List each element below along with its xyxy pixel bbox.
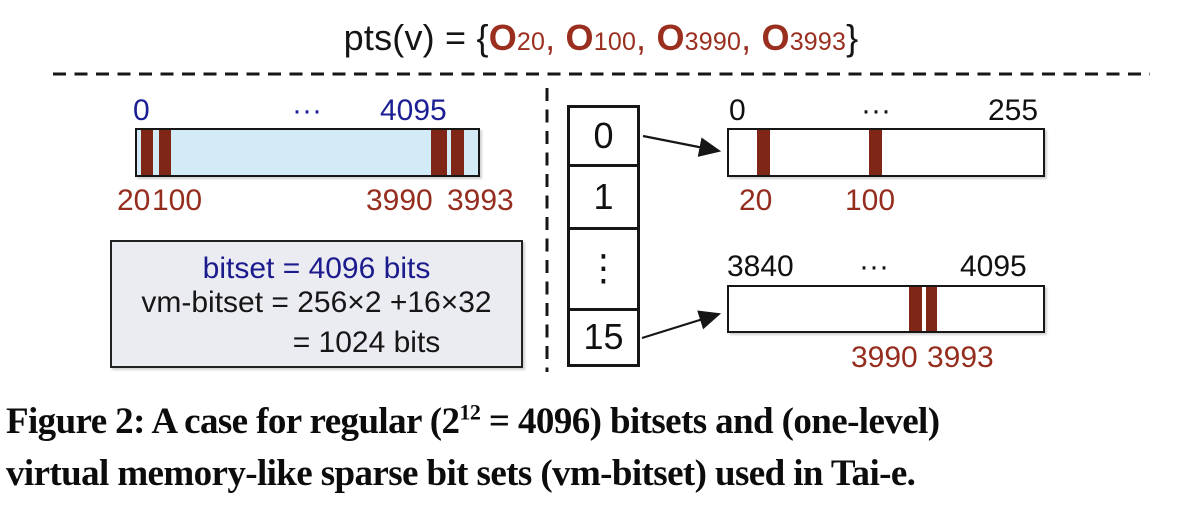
formula-separator-3: ,: [741, 17, 762, 58]
regular-bit-label-20: 20: [117, 184, 151, 217]
page-table-cell-1: 1: [570, 167, 637, 230]
formula-separator-1: ,: [545, 17, 566, 58]
bitset-size-line: bitset = 4096 bits: [202, 252, 431, 285]
page0-bit-label-20: 20: [739, 184, 773, 217]
arrow-page0-to-bitset: [642, 134, 722, 157]
bit-mark-20: [141, 130, 153, 175]
page15-bit-label-3990: 3990: [851, 341, 918, 374]
object-o3993-subscript: 3993: [789, 28, 847, 56]
page0-end-label: 255: [988, 94, 1039, 127]
pts-formula: pts(v) = {O20, O100, O3990, O3993}: [0, 17, 1202, 59]
regular-bitset-end-label: 4095: [380, 94, 447, 127]
page15-bit-label-3993: 3993: [927, 341, 994, 374]
regular-bitset-start-label: 0: [133, 94, 150, 127]
regular-bit-label-3993: 3993: [447, 184, 514, 217]
object-o3993-base: O: [761, 17, 790, 58]
formula-separator-2: ,: [636, 17, 657, 58]
page15-bitset-bar: [727, 285, 1045, 333]
page15-bit-mark-3990: [909, 287, 922, 331]
object-o20-subscript: 20: [516, 28, 546, 56]
regular-bitset-bar: [135, 128, 480, 177]
caption-line-1: Figure 2: A case for regular (212 = 4096…: [6, 396, 1202, 448]
regular-bitset-ellipsis: ···: [292, 94, 322, 127]
arrow-page15-to-bitset: [641, 310, 722, 340]
vm-page-table: 0 1 ⋮ 15: [567, 105, 640, 367]
formula-suffix: }: [846, 17, 859, 58]
page-table-cell-0: 0: [570, 108, 637, 168]
object-o100-subscript: 100: [593, 28, 637, 56]
page0-bit-label-100: 100: [845, 184, 896, 217]
bit-mark-3993: [451, 130, 464, 175]
vm-bitset-total-line: = 1024 bits: [292, 326, 441, 359]
regular-bit-label-100: 100: [152, 184, 203, 217]
object-o20-base: O: [488, 17, 517, 58]
formula-prefix: pts(v) = {: [343, 17, 489, 58]
object-o3990-subscript: 3990: [684, 28, 742, 56]
object-o3990-base: O: [656, 17, 685, 58]
figure-caption: Figure 2: A case for regular (212 = 4096…: [6, 396, 1202, 500]
caption-line1-pre: Figure 2: A case for regular (2: [6, 401, 460, 442]
page15-end-label: 4095: [960, 250, 1027, 283]
regular-bit-label-3990: 3990: [366, 184, 433, 217]
page0-ellipsis: ···: [861, 94, 891, 127]
size-info-box: bitset = 4096 bits vm-bitset = 256×2 +16…: [110, 240, 523, 368]
page15-start-label: 3840: [727, 250, 794, 283]
page-table-ellipsis-cell: ⋮: [570, 230, 637, 311]
page15-ellipsis: ···: [859, 250, 889, 283]
bit-mark-3990: [431, 130, 447, 175]
object-o100-base: O: [565, 17, 594, 58]
page0-start-label: 0: [729, 94, 746, 127]
caption-exponent: 12: [459, 399, 481, 425]
caption-line-2: virtual memory-like sparse bit sets (vm-…: [6, 453, 916, 494]
page0-bit-mark-20: [757, 130, 770, 175]
page0-bit-mark-100: [869, 130, 882, 175]
caption-line1-post: = 4096) bitsets and (one-level): [480, 401, 940, 442]
vm-bitset-formula-line: vm-bitset = 256×2 +16×32: [141, 286, 492, 319]
page15-bit-mark-3993: [926, 287, 937, 331]
page0-bitset-bar: [727, 128, 1045, 177]
bit-mark-100: [159, 130, 171, 175]
page-table-cell-15: 15: [583, 316, 624, 358]
